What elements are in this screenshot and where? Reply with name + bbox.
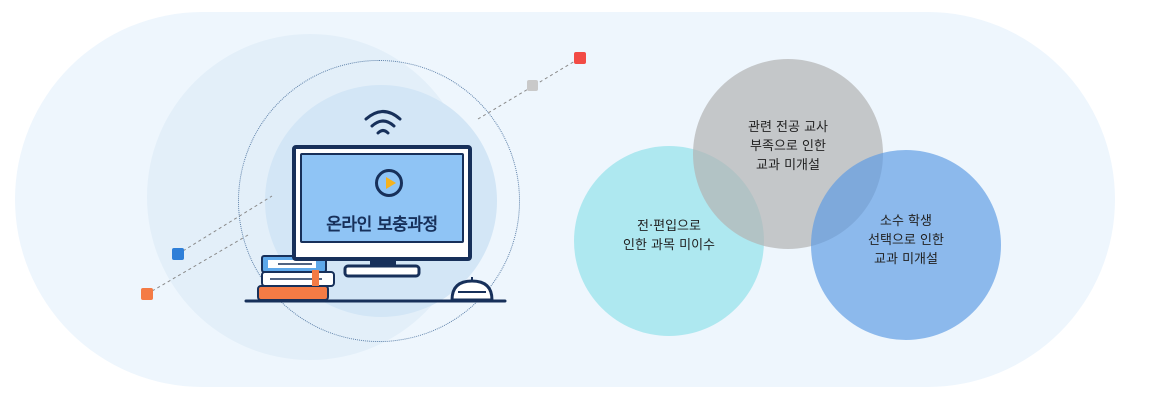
marker-blue <box>172 248 184 260</box>
monitor-base <box>343 264 421 278</box>
venn-circle-right: 소수 학생 선택으로 인한 교과 미개설 <box>811 150 1001 340</box>
marker-gray <box>527 80 538 91</box>
connector-line-left-lower <box>146 234 249 295</box>
marker-orange <box>141 288 153 300</box>
dotted-orbit-ring <box>238 60 520 342</box>
monitor: 온라인 보충과정 <box>292 145 472 261</box>
books-icon <box>257 255 335 301</box>
connector-line-top-right <box>477 57 581 120</box>
marker-red <box>574 52 586 64</box>
mouse-icon <box>450 277 494 302</box>
play-icon <box>375 169 403 197</box>
venn-right-label: 소수 학생 선택으로 인한 교과 미개설 <box>868 213 944 267</box>
connector-line-left-upper <box>177 195 273 255</box>
screen-title: 온라인 보충과정 <box>326 215 438 235</box>
wifi-icon <box>364 110 402 135</box>
venn-top-label: 관련 전공 교사 부족으로 인한 교과 미개설 <box>747 120 829 173</box>
venn-left-label: 전·편입으로 인한 과목 미이수 <box>623 219 715 253</box>
monitor-screen: 온라인 보충과정 <box>300 153 464 243</box>
